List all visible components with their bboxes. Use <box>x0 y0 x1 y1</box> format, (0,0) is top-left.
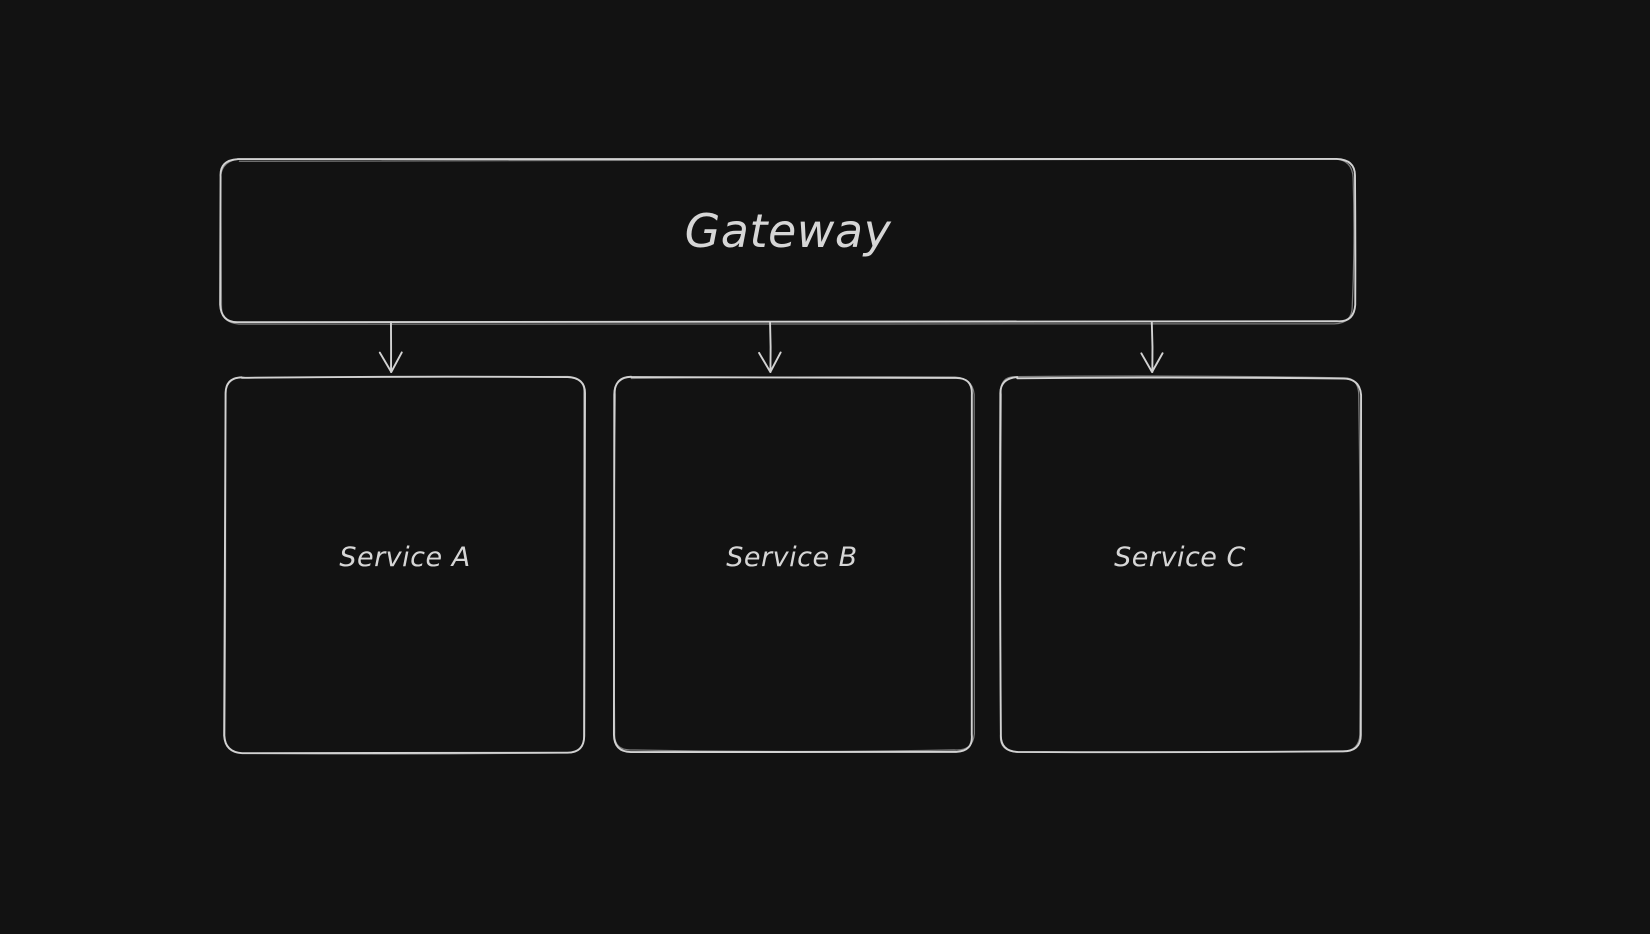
node-gateway[interactable] <box>219 157 1357 325</box>
arrow-shaft <box>1150 321 1154 373</box>
node-service-a[interactable] <box>223 375 586 755</box>
node-label-service-b: Service B <box>726 542 858 574</box>
node-outline <box>999 375 1361 753</box>
node-label-gateway: Gateway <box>684 204 892 259</box>
arrow-head <box>758 351 782 373</box>
node-outline <box>219 158 1355 325</box>
node-outline <box>224 375 585 755</box>
node-label-service-a: Service A <box>339 542 471 574</box>
node-outline <box>613 375 976 753</box>
arrow-head <box>378 351 403 373</box>
edge-gateway-service-c[interactable] <box>1140 321 1164 373</box>
edges-layer <box>378 321 1164 373</box>
shapes-layer <box>219 157 1363 755</box>
node-service-b[interactable] <box>612 375 976 754</box>
node-label-service-c: Service C <box>1114 542 1246 574</box>
node-service-c[interactable] <box>999 375 1363 754</box>
arrow-shaft <box>769 321 772 373</box>
edge-gateway-service-a[interactable] <box>378 321 403 373</box>
arrow-head <box>1140 352 1164 373</box>
node-outline <box>219 157 1357 324</box>
edge-gateway-service-b[interactable] <box>758 321 782 373</box>
